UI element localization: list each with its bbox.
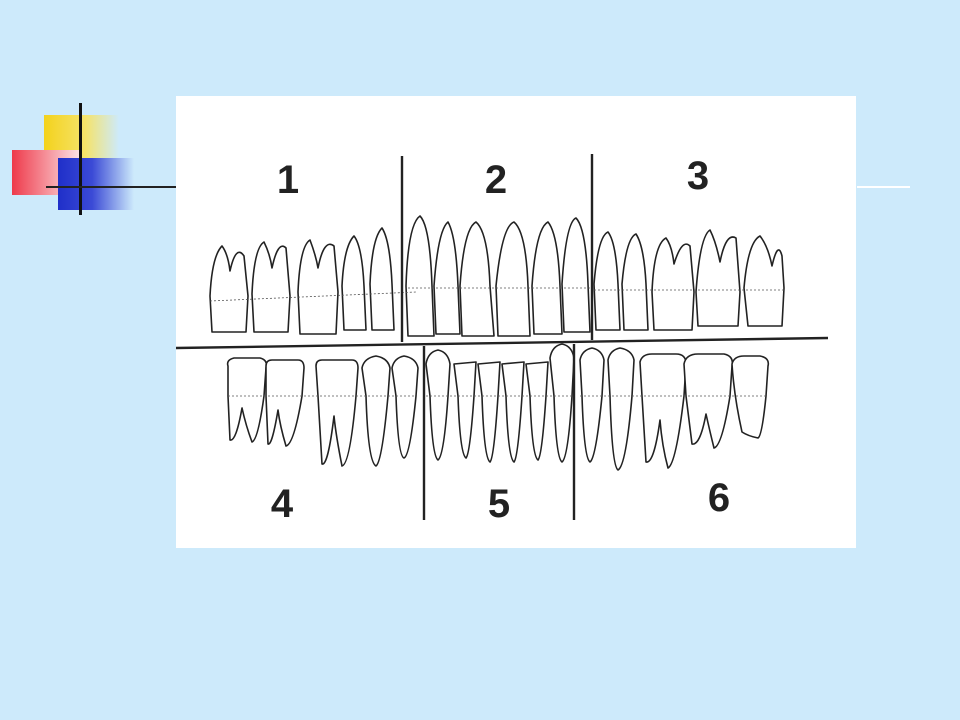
lower-tooth (425, 349, 451, 461)
lower-tooth (315, 359, 359, 467)
upper-tooth (459, 221, 495, 337)
upper-tooth (621, 233, 649, 331)
upper-tooth (369, 227, 395, 331)
section-label-6: 6 (707, 476, 731, 520)
decor-horizontal-line (46, 186, 178, 188)
section-label-5: 5 (487, 482, 511, 526)
lower-tooth (361, 355, 391, 467)
decor-blue-square (58, 158, 134, 210)
upper-tooth (651, 237, 695, 331)
lower-tooth (607, 347, 635, 471)
lower-tooth (265, 359, 305, 447)
lower-tooth (477, 361, 501, 463)
occlusal-divider-line (176, 336, 829, 350)
upper-tooth (405, 215, 435, 337)
upper-tooth (433, 221, 461, 335)
upper-tooth (297, 239, 339, 335)
upper-tooth (209, 245, 249, 333)
section-label-1: 1 (276, 158, 300, 202)
lower-tooth (549, 343, 575, 463)
lower-tooth (501, 361, 525, 463)
lower-tooth (639, 353, 687, 469)
section-label-3: 3 (686, 154, 710, 198)
upper-tooth (341, 235, 367, 331)
lower-tooth (579, 347, 605, 463)
upper-tooth (561, 217, 591, 333)
upper-tooth (251, 241, 291, 333)
upper-tooth (531, 221, 563, 335)
upper-tooth (695, 229, 741, 327)
decor-horizontal-line-right (857, 186, 910, 188)
section-label-4: 4 (270, 482, 294, 526)
section-label-2: 2 (484, 158, 508, 202)
decor-vertical-line (79, 103, 82, 215)
lower-tooth (453, 361, 477, 459)
lower-tooth (525, 361, 549, 461)
upper-tooth (495, 221, 531, 337)
upper-tooth (593, 231, 621, 331)
teeth-drawing (176, 154, 829, 520)
dentition-diagram: 1 2 3 4 5 6 (176, 96, 856, 548)
lower-tooth (683, 353, 734, 449)
lower-tooth (391, 355, 419, 459)
lower-tooth (731, 355, 770, 439)
upper-tooth (743, 235, 785, 327)
lower-tooth (226, 357, 268, 443)
